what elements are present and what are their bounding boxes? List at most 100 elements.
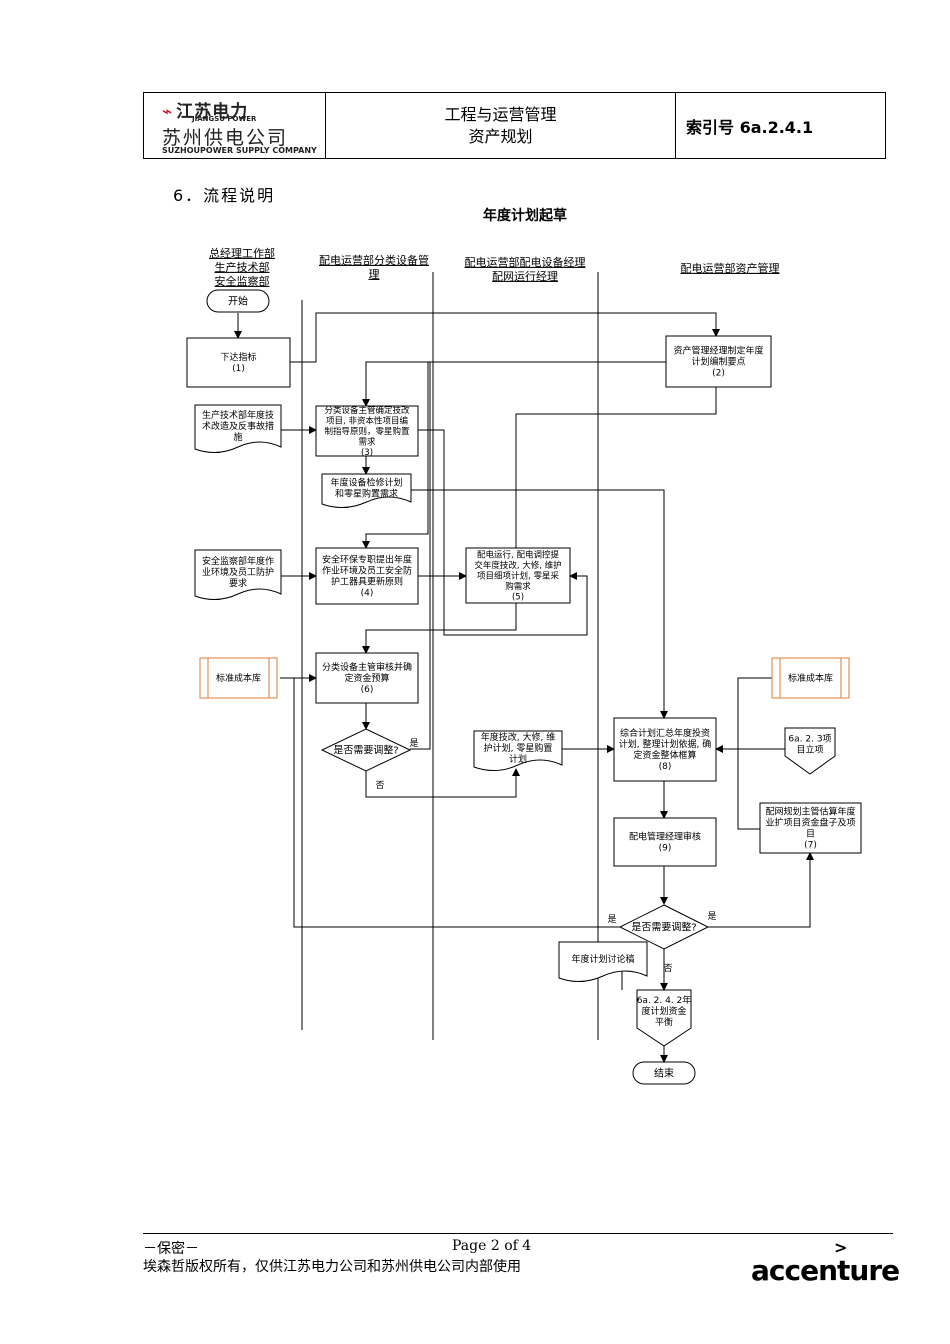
step-3-tech-projects-label: 分类设备主管确定技改	[324, 405, 410, 416]
lane-header-management: 生产技术部	[215, 260, 270, 274]
offpage-6a-2-4-2-label: 6a. 2. 4. 2年	[637, 994, 692, 1006]
step-5-project-plans-label: 配电运行, 配电调控提	[477, 549, 559, 560]
step-9-manager-review-label: (9)	[659, 844, 672, 854]
step-4-safety-principles-label: 作业环境及员工安全防	[322, 565, 412, 577]
doc-annual-plans-label: 护计划, 零星购置	[484, 742, 553, 754]
document-title: 工程与运营管理 资产规划	[326, 93, 676, 158]
decision-1-no-label: 否	[375, 780, 384, 791]
step-3-tech-projects-label: (3)	[361, 448, 373, 458]
doc-production-tech-label: 施	[233, 431, 242, 443]
step-7-expansion-estimate-label: (7)	[804, 841, 817, 851]
step-7-expansion-estimate-label: 目	[806, 829, 815, 840]
step-8-consolidate-plan-label: (8)	[659, 762, 672, 772]
step-8-consolidate-plan-label: 综合计划汇总年度投资	[620, 727, 710, 739]
standard-cost-library-1	[199, 657, 278, 699]
step-6-budget-review	[315, 652, 419, 704]
offpage-6a-2-4-2-label: 平衡	[655, 1016, 673, 1028]
doc-safety-requirements-label: 安全监察部年度作	[202, 555, 274, 567]
step-1-issue-targets-label: 下达指标	[220, 351, 256, 363]
step-5-project-plans	[465, 547, 571, 604]
step-7-expansion-estimate-label: 配网规划主管估算年度	[765, 806, 855, 818]
step-8-consolidate-plan-label: 定资金整体框算	[633, 749, 696, 761]
step-4-safety-principles-label: (4)	[361, 589, 374, 599]
step-5-project-plans-label: 购需求	[505, 581, 531, 592]
accenture-logo: accenture	[751, 1254, 900, 1287]
step-3-tech-projects-label: 项目, 非资本性项目编	[326, 415, 408, 426]
step-9-manager-review-label: 配电管理经理审核	[629, 831, 701, 843]
step-3-tech-projects	[315, 405, 419, 457]
index-number: 索引号 6a.2.4.1	[686, 117, 814, 137]
page-number: Page 2 of 4	[452, 1238, 532, 1254]
step-3-tech-projects-label: 需求	[358, 436, 376, 447]
end-node-label: 结束	[654, 1067, 674, 1080]
decision-adjust-2-label: 是否需要调整?	[631, 921, 696, 934]
step-5-project-plans-label: 项目细项计划, 零星采	[477, 570, 559, 581]
offpage-6a-2-3	[784, 727, 836, 775]
lane-header-distribution: 配网运行经理	[492, 270, 558, 283]
step-2-planning-points-label: 资产管理经理制定年度	[673, 345, 763, 357]
offpage-6a-2-4-2-label: 度计划资金	[641, 1005, 686, 1017]
doc-safety-requirements	[194, 549, 282, 600]
decision-2-no-label: 否	[663, 963, 672, 974]
company-logo: ⌁江苏电力 JIANGSU POWER 苏州供电公司 SUZHOUPOWER S…	[144, 93, 326, 158]
lane-header-distribution: 配电运营部配电设备经理	[465, 255, 586, 269]
doc-production-tech-label: 术改造及反事故措	[202, 420, 274, 432]
offpage-6a-2-4-2	[636, 989, 692, 1047]
offpage-6a-2-3-label: 目立项	[796, 744, 823, 756]
document-header: ⌁江苏电力 JIANGSU POWER 苏州供电公司 SUZHOUPOWER S…	[143, 92, 886, 159]
step-2-planning-points	[665, 335, 772, 388]
lane-header-equipment: 理	[369, 268, 380, 281]
footer-divider	[143, 1233, 893, 1234]
lane-header-management: 总经理工作部	[209, 246, 275, 260]
lane-header-management: 安全监察部	[215, 274, 270, 288]
step-7-expansion-estimate	[759, 802, 862, 854]
end-node	[632, 1061, 696, 1085]
step-5-project-plans-label: 交年度技改, 大修, 维护	[474, 560, 561, 571]
step-4-safety-principles-label: 护工器具更新原则	[331, 576, 403, 588]
lane-header-asset: 配电运营部资产管理	[681, 261, 780, 275]
doc-maintenance-plan-label: 年度设备检修计划	[330, 477, 402, 489]
step-3-tech-projects-label: 制指导原则，零星购置	[324, 426, 410, 437]
step-2-planning-points-label: (2)	[712, 369, 725, 379]
step-8-consolidate-plan	[613, 717, 717, 782]
decision-adjust-2	[618, 904, 710, 950]
doc-maintenance-plan-label: 和零星购置需求	[335, 488, 398, 500]
doc-safety-requirements-label: 要求	[229, 577, 247, 589]
confidential-label: －保密－	[143, 1241, 199, 1257]
flow-title: 年度计划起草	[483, 208, 567, 224]
step-1-issue-targets-label: (1)	[232, 364, 245, 374]
doc-annual-plans-label: 计划	[509, 753, 527, 765]
step-2-planning-points-label: 计划编制要点	[691, 356, 745, 368]
standard-cost-library-2	[771, 657, 850, 699]
step-7-expansion-estimate-label: 业扩项目资金盘子及项	[765, 817, 855, 829]
step-6-budget-review-label: 定资金预算	[344, 672, 389, 684]
offpage-6a-2-3-label: 6a. 2. 3项	[788, 734, 831, 745]
step-1-issue-targets	[186, 337, 291, 388]
section-heading: 6．流程说明	[173, 186, 276, 205]
doc-production-tech-label: 生产技术部年度技	[202, 409, 274, 421]
step-6-budget-review-label: 分类设备主管审核并确	[322, 661, 412, 673]
step-4-safety-principles-label: 安全环保专职提出年度	[322, 554, 412, 566]
step-6-budget-review-label: (6)	[361, 685, 374, 695]
standard-cost-library-2-label: 标准成本库	[788, 672, 833, 684]
doc-production-tech	[194, 404, 282, 453]
accenture-chevron-icon: >	[834, 1238, 848, 1257]
copyright-text: 埃森哲版权所有，仅供江苏电力公司和苏州供电公司内部使用	[143, 1259, 521, 1275]
doc-annual-plans-label: 年度技改, 大修, 维	[481, 731, 555, 743]
start-node-label: 开始	[228, 295, 248, 308]
decision-1-yes-label: 是	[409, 738, 418, 749]
decision-2-yes-right-label: 是	[707, 911, 716, 922]
standard-cost-library-1-label: 标准成本库	[216, 672, 261, 684]
step-5-project-plans-label: (5)	[512, 592, 524, 602]
decision-adjust-1	[320, 728, 412, 772]
decision-adjust-1-label: 是否需要调整?	[333, 744, 398, 757]
doc-safety-requirements-label: 业环境及员工防护	[202, 566, 274, 578]
doc-plan-draft	[558, 941, 648, 982]
doc-annual-plans	[473, 730, 563, 771]
doc-plan-draft-label: 年度计划讨论稿	[571, 953, 634, 965]
step-4-safety-principles	[315, 547, 419, 605]
step-8-consolidate-plan-label: 计划, 整理计划依据, 确	[619, 738, 711, 750]
doc-maintenance-plan	[321, 473, 412, 508]
start-node	[206, 289, 270, 313]
